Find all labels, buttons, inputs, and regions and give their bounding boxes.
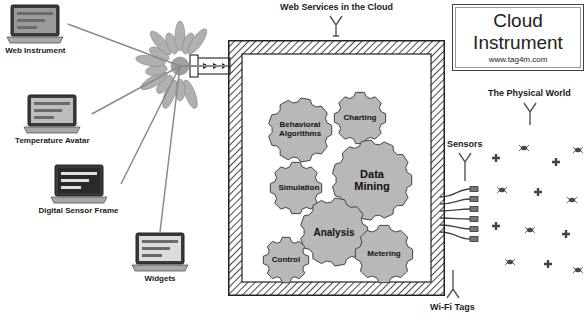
gear-node: Charting [333, 91, 387, 145]
physical-world-symbols [497, 187, 507, 193]
world-icon [524, 103, 536, 125]
gear-label: Metering [367, 250, 400, 259]
device-label: Temperature Avatar [13, 136, 92, 146]
screen-content [34, 102, 70, 105]
screen-display [139, 236, 181, 261]
screen-display [58, 168, 100, 193]
laptop-node: Temperature Avatar [13, 94, 92, 146]
screen-display [31, 98, 73, 123]
wifi-icon [447, 270, 459, 298]
box-heading: Web Services in the Cloud [228, 2, 445, 13]
screen-content [61, 179, 89, 182]
device-label: Digital Sensor Frame [36, 206, 121, 216]
wire-plugs [470, 187, 478, 242]
physical-world-symbols [562, 230, 570, 238]
gear-label: Behavioral Algorithms [278, 121, 323, 139]
gear-node: Metering [354, 224, 414, 284]
cloud-icon [330, 16, 342, 36]
connector [160, 66, 228, 232]
physical-world-symbols [519, 145, 529, 151]
callout-label: Sensors [447, 139, 483, 149]
laptop-node: Web Instrument [3, 4, 68, 56]
gear-outline [334, 92, 385, 143]
laptop-screen [11, 5, 59, 36]
screen-content [61, 172, 97, 175]
device-label: Widgets [130, 274, 190, 284]
physical-world-symbols [505, 259, 515, 265]
physical-world-symbols [552, 158, 560, 166]
laptop-base [132, 265, 188, 271]
physical-world-symbols [567, 197, 577, 203]
physical-world-symbols [544, 260, 552, 268]
device-label: Web Instrument [3, 46, 68, 56]
screen-content [142, 254, 162, 257]
physical-world-symbols [534, 188, 542, 196]
gear-label: Control [272, 256, 300, 265]
laptop-base [51, 197, 107, 203]
physical-world-symbols [492, 154, 500, 162]
sensors-icon [459, 153, 471, 181]
gear-label: Charting [344, 114, 377, 123]
physical-world-symbols [573, 147, 583, 153]
wire-plugs [470, 197, 478, 202]
laptop-icon [22, 94, 82, 134]
callout-label: The Physical World [488, 88, 571, 98]
gear-outline [269, 98, 332, 162]
screen-content [61, 186, 81, 189]
laptop-node: Widgets [130, 232, 190, 284]
gear-label: Analysis [313, 227, 354, 238]
laptop-screen [136, 233, 184, 264]
connector [121, 66, 228, 184]
screen-content [142, 247, 170, 250]
screen-content [17, 19, 45, 22]
url-text: www.tag4m.com [459, 55, 577, 65]
wire-plugs [470, 217, 478, 222]
gear-outline [355, 225, 412, 282]
world-icon [524, 103, 536, 125]
wire-plugs [470, 227, 478, 232]
laptop-icon [49, 164, 109, 204]
gear-outline [263, 237, 308, 282]
laptop-base [24, 127, 80, 133]
callout-label: Wi-Fi Tags [430, 302, 475, 312]
laptop-node: Digital Sensor Frame [36, 164, 121, 216]
screen-content [34, 116, 54, 119]
gear-node: Control [262, 236, 310, 284]
wifi-icon [447, 270, 459, 298]
connector [68, 24, 228, 66]
physical-world-symbols [573, 267, 583, 273]
laptop-base [7, 37, 63, 43]
wire-plugs [470, 207, 478, 212]
title-text: Cloud Instrument [459, 10, 577, 54]
cloud-icon [330, 16, 342, 36]
laptop-icon [130, 232, 190, 272]
screen-content [17, 12, 53, 15]
sensors-icon [459, 153, 471, 181]
title-box: Cloud Instrumentwww.tag4m.com [452, 4, 584, 71]
laptop-icon [5, 4, 65, 44]
screen-display [14, 8, 56, 33]
screen-content [142, 240, 178, 243]
wire-plugs [470, 187, 478, 192]
flower-hub [185, 26, 210, 56]
physical-world-symbols [492, 145, 583, 273]
frame-inner [242, 54, 431, 282]
screen-content [34, 109, 62, 112]
wire-plugs [470, 237, 478, 242]
frame-outer [229, 41, 445, 296]
gear-label: Simulation [278, 184, 313, 193]
screen-content [17, 26, 37, 29]
laptop-screen [55, 165, 103, 196]
physical-world-symbols [492, 222, 500, 230]
laptop-screen [28, 95, 76, 126]
gear-label: Data Mining [343, 168, 401, 192]
gear-node: Behavioral Algorithms [267, 97, 333, 163]
physical-world-symbols [525, 227, 535, 233]
cloud-service-box: Web Services in the CloudBehavioral Algo… [228, 40, 445, 296]
